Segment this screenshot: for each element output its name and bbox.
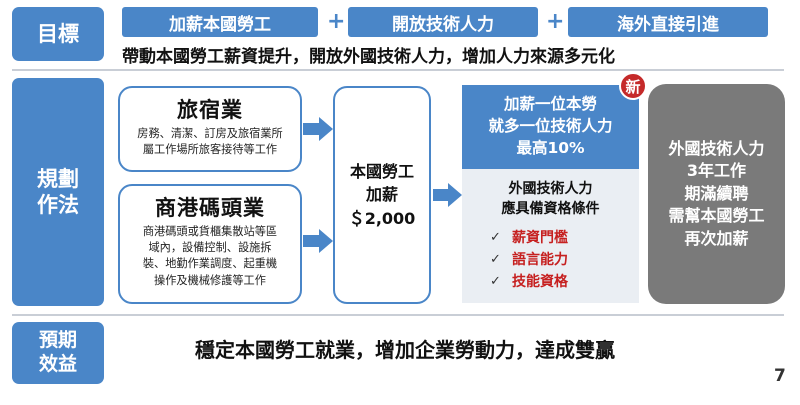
divider [12, 69, 784, 71]
section-label-goal: 目標 [12, 7, 104, 61]
arrow-right-icon [303, 117, 333, 141]
check-icon: ✓ [490, 273, 501, 289]
industry-title: 商港碼頭業 [155, 196, 265, 220]
arrow-right-icon [433, 183, 462, 207]
goal-chip-overseas: 海外直接引進 [568, 7, 768, 37]
plus-sign: + [327, 9, 346, 34]
goal-chip-raise-wage: 加薪本國勞工 [122, 7, 318, 37]
industry-box-hotel: 旅宿業 房務、清潔、訂房及旅宿業所 屬工作場所旅客接待等工作 [118, 86, 302, 172]
goal-chip-open-technical: 開放技術人力 [348, 7, 538, 37]
check-icon: ✓ [490, 251, 501, 267]
list-item: ✓ 薪資門檻 [490, 229, 568, 247]
section-label-plan: 規劃 作法 [12, 78, 104, 306]
list-item: ✓ 語言能力 [490, 251, 568, 269]
page-number: 7 [774, 366, 786, 386]
divider [12, 314, 784, 316]
goal-summary: 帶動本國勞工薪資提升，開放外國技術人力，增加人力來源多元化 [122, 47, 615, 67]
renewal-box: 外國技術人力 3年工作 期滿續聘 需幫本國勞工 再次加薪 [648, 84, 785, 304]
benefit-text: 穩定本國勞工就業，增加企業勞動力，達成雙贏 [195, 338, 615, 362]
industry-desc: 房務、清潔、訂房及旅宿業所 屬工作場所旅客接待等工作 [137, 127, 283, 157]
new-badge: 新 [619, 72, 647, 100]
plus-sign: + [546, 9, 565, 34]
industry-box-port: 商港碼頭業 商港碼頭或貨櫃集散站等區 域內，設備控制、設施拆 裝、地勤作業調度、… [118, 184, 302, 304]
requirements-header: 加薪一位本勞 就多一位技術人力 最高10% [462, 85, 639, 169]
arrow-right-icon [303, 229, 333, 253]
industry-title: 旅宿業 [177, 98, 243, 122]
industry-desc: 商港碼頭或貨櫃集散站等區 域內，設備控制、設施拆 裝、地勤作業調度、起重機 操作… [142, 225, 278, 287]
section-label-benefit: 預期 效益 [12, 322, 104, 384]
requirements-list: ✓ 薪資門檻 ✓ 語言能力 ✓ 技能資格 [490, 226, 568, 292]
wage-raise-box: 本國勞工 加薪 ＄2,000 [333, 86, 431, 304]
list-item: ✓ 技能資格 [490, 273, 568, 291]
check-icon: ✓ [490, 229, 501, 245]
requirements-subtitle: 外國技術人力 應具備資格條件 [501, 181, 600, 218]
